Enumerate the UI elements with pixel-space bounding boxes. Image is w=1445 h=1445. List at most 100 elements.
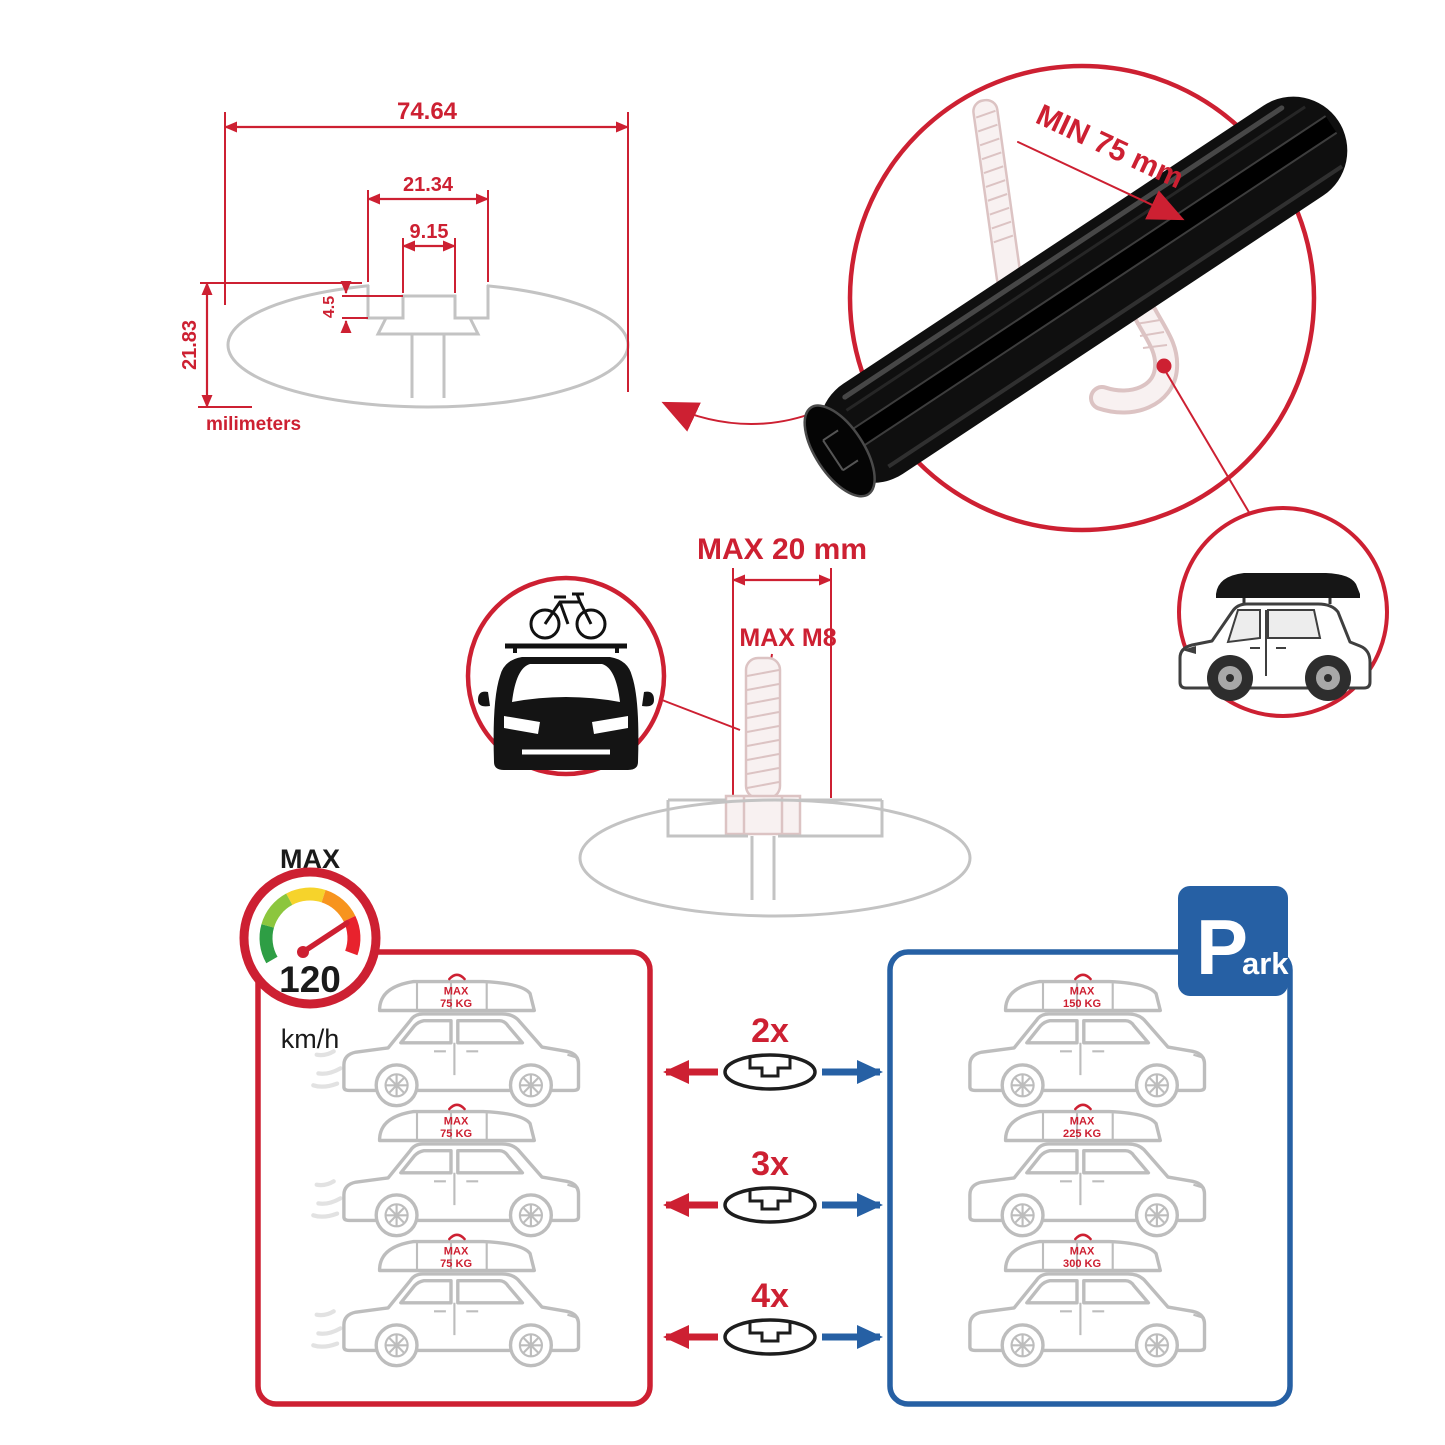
multiplier-row-3: 4x: [663, 1277, 883, 1356]
suv-roofbox-circle: [1177, 506, 1389, 718]
dim-lip-depth-label: 4.5: [321, 296, 338, 318]
bike-frame: [543, 592, 593, 625]
suv-headlight: [1182, 646, 1196, 654]
bolt-thread-lines: [746, 669, 780, 789]
load-value: 75 KG: [440, 998, 472, 1010]
car-windshield: [512, 664, 620, 702]
profile-stem: [375, 317, 481, 398]
unit-label: milimeters: [206, 414, 301, 435]
gauge-arc-orange: [321, 890, 356, 922]
park-sign-plate: [1178, 886, 1288, 996]
crossbar-dimension-diagram: 74.64 21.34 9.15 4.5 21.83 milimeters: [179, 98, 630, 435]
load-label: MAX: [444, 1115, 469, 1127]
detail-circle-outline: [847, 63, 1317, 533]
crossbar-highlight-bottom: [887, 164, 1344, 469]
suv-windshield: [1226, 609, 1261, 644]
crossbar-3d: [803, 96, 1348, 498]
crossbar-oval-icon: [723, 1186, 817, 1224]
speed-gauge: MAX 120 km/h: [239, 844, 381, 1054]
thread-lines-top: [975, 109, 1014, 244]
dim-channel-width-label: 21.34: [403, 174, 454, 196]
car-headlight-left: [504, 716, 540, 734]
car-with-cargo-right-3: MAX 300 KG: [968, 1233, 1207, 1368]
bolt-channel-profile: [666, 798, 884, 900]
connector-to-bolt: [661, 699, 741, 731]
car-with-cargo-left-2: MAX 75 KG: [311, 1103, 581, 1238]
car-with-cargo-left-3: MAX 75 KG: [311, 1233, 581, 1368]
gauge-arc-green: [259, 924, 278, 964]
black-roof-box: [1216, 573, 1360, 598]
load-label: MAX: [444, 1245, 469, 1257]
multiplier-2x: 2x: [751, 1012, 789, 1050]
load-label: MAX: [1070, 1245, 1095, 1257]
load-value: 225 KG: [1063, 1128, 1101, 1140]
gauge-arc-lime: [261, 893, 293, 929]
multiplier-row-2: 3x: [663, 1145, 883, 1224]
multiplier-row-1: 2x: [663, 1012, 883, 1091]
car-with-cargo-right-1: MAX 150 KG: [968, 973, 1207, 1108]
car-with-cargo-right-2: MAX 225 KG: [968, 1103, 1207, 1238]
crossbar-highlight-2: [845, 105, 1306, 412]
t-slot-profile: [366, 285, 490, 320]
suv-rear-hub: [1324, 674, 1332, 682]
bolt-section-ellipse: [578, 798, 972, 918]
motion-lines: [311, 1309, 343, 1349]
suv-door-lines: [1250, 610, 1286, 676]
load-value: 75 KG: [440, 1258, 472, 1270]
park-sign: P ark: [1178, 886, 1289, 996]
load-label: MAX: [444, 985, 469, 997]
ext-lines-lip-depth: [342, 295, 403, 319]
bolt-max-thread-label: MAX M8: [739, 624, 836, 652]
car-with-cargo-left-1: MAX 75 KG: [311, 973, 581, 1108]
clamp-point-dot: [1156, 358, 1172, 374]
crossbar-groove: [853, 116, 1337, 446]
dim-slot-width-label: 9.15: [410, 221, 449, 243]
crossbar-oval-icon: [723, 1318, 817, 1356]
load-label: MAX: [1070, 1115, 1095, 1127]
ext-lines-total-width: [224, 112, 629, 392]
min-span-label: MIN 75 mm: [1031, 98, 1188, 195]
min-span-arrow: [1017, 141, 1185, 221]
park-sign-rest: ark: [1242, 946, 1289, 981]
park-sign-letter: P: [1196, 903, 1248, 991]
bike-wheel-right: [575, 608, 607, 640]
bike-wheel-left: [529, 608, 561, 640]
speed-limit-unit: km/h: [281, 1024, 340, 1054]
ext-lines-channel-width: [367, 190, 489, 282]
clamp-rod-top: [972, 98, 1023, 290]
crossbar-detail-circle: MIN 75 mm: [803, 63, 1348, 533]
multiplier-4x: 4x: [751, 1277, 789, 1315]
motion-lines: [311, 1179, 343, 1219]
suv-front-hub: [1226, 674, 1234, 682]
crossbar-end-face: [803, 404, 876, 498]
bike-car-circle: [465, 575, 741, 777]
connector-to-suv-circle: [1165, 371, 1251, 515]
load-value: 150 KG: [1063, 998, 1101, 1010]
dim-total-width-label: 74.64: [397, 98, 458, 125]
gauge-arc-red: [343, 915, 361, 956]
crossbar-highlight-top: [842, 105, 1285, 400]
speed-limit-value: 120: [279, 959, 341, 1000]
multiplier-3x: 3x: [751, 1145, 789, 1183]
bolt-head: [724, 794, 802, 836]
crossbar-oval-icon: [723, 1053, 817, 1091]
bolt-diagram: MAX 20 mm MAX M8: [578, 533, 972, 918]
bolt-ext-lines: [732, 568, 832, 798]
gauge-pivot: [297, 946, 309, 958]
section-mask: [369, 276, 487, 288]
dim-total-height-label: 21.83: [179, 320, 201, 370]
car-headlight-right: [592, 716, 628, 734]
gauge-arc-yellow: [286, 887, 326, 906]
motion-lines: [311, 1049, 343, 1089]
load-value: 75 KG: [440, 1128, 472, 1140]
crossbar-section-ellipse: [226, 281, 630, 409]
load-value: 300 KG: [1063, 1258, 1101, 1270]
load-label: MAX: [1070, 985, 1095, 997]
bolt-max-length-label: MAX 20 mm: [697, 533, 867, 566]
roof-bar-feet: [513, 646, 619, 653]
suv-side-window: [1267, 609, 1322, 639]
crossbar-groove-edges: [853, 115, 1338, 446]
gauge-needle: [300, 920, 350, 955]
